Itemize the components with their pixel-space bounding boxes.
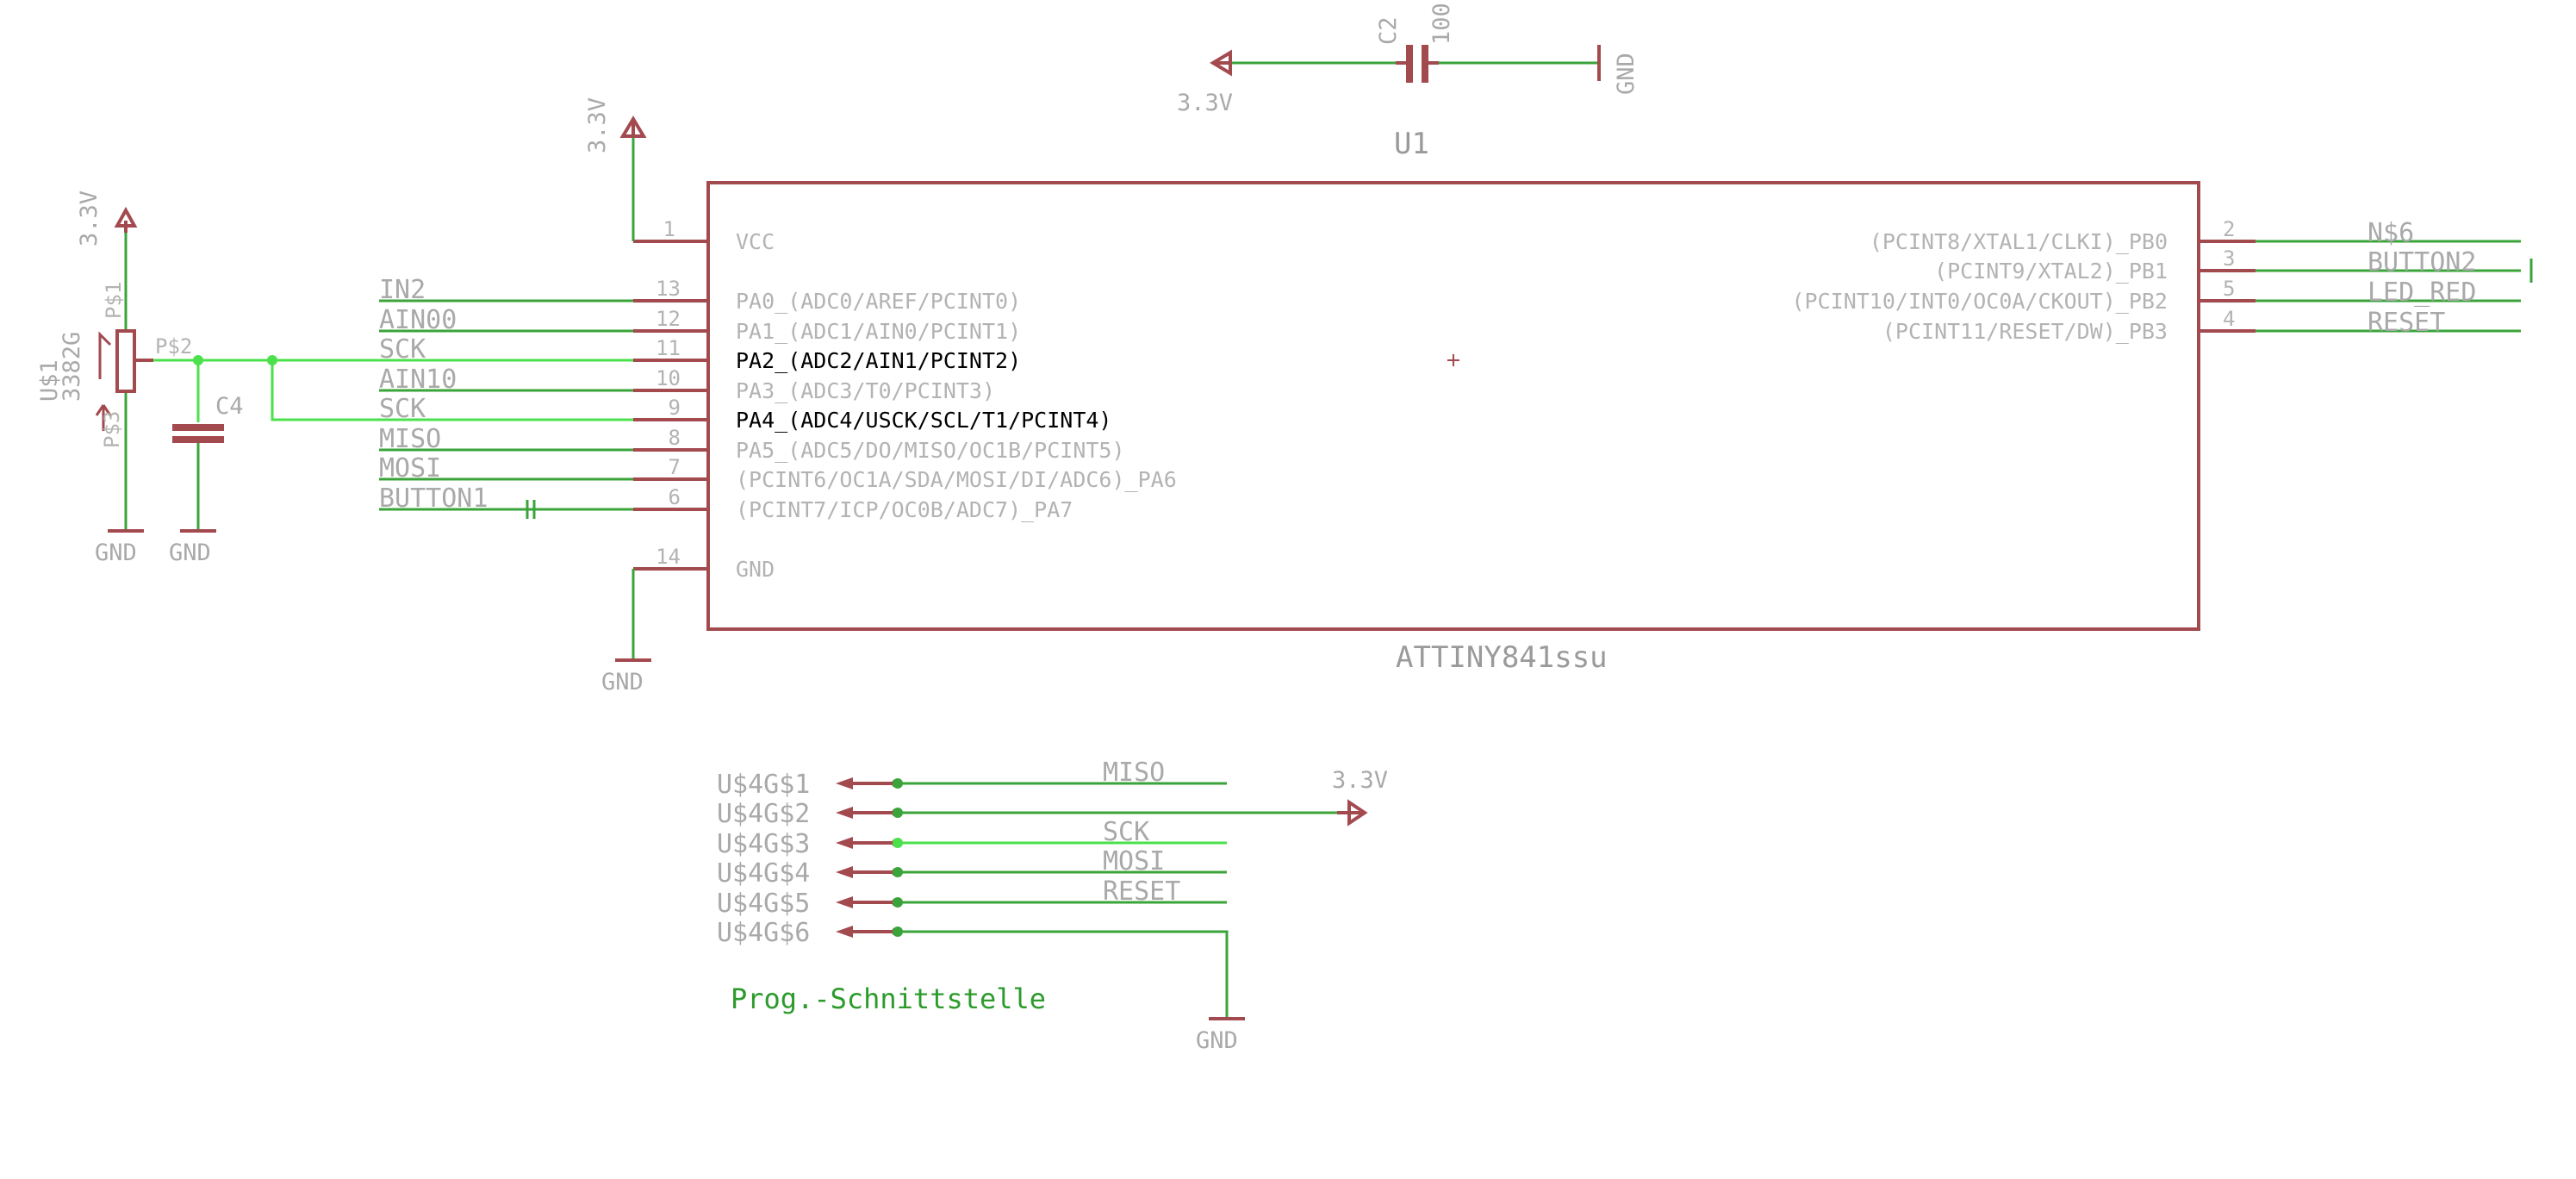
- net-label: LED_RED: [2368, 278, 2476, 308]
- net-label: BUTTON2: [2368, 247, 2476, 278]
- wiper-net: [153, 355, 379, 421]
- chip-u1[interactable]: U1 ATTINY841ssu 1 13 12 11 10 9 8 7 6 14…: [633, 127, 2256, 675]
- net-label: IN2: [379, 275, 426, 305]
- chip-ground-label: GND: [601, 669, 644, 696]
- net-label: MOSI: [379, 453, 441, 483]
- pot-pin3: P$3: [100, 411, 124, 448]
- net-label: N$6: [2368, 218, 2414, 248]
- pot-pin2: P$2: [155, 334, 192, 359]
- pin-number: 6: [669, 485, 681, 509]
- prog-supply-label: 3.3V: [1332, 767, 1388, 794]
- c2-ground-label: GND: [1613, 53, 1640, 95]
- net-label: RESET: [2368, 308, 2445, 338]
- pin-label: (PCINT9/XTAL2)_PB1: [1934, 259, 2168, 284]
- chip-ground[interactable]: GND: [601, 569, 651, 696]
- chip-part: ATTINY841ssu: [1396, 640, 1608, 675]
- pin-label: (PCINT10/INT0/OC0A/CKOUT)_PB2: [1792, 289, 2168, 314]
- pin-number: 14: [656, 545, 681, 569]
- pin-number: 5: [2223, 277, 2235, 301]
- prog-pin-label: U$4G$1: [717, 770, 810, 800]
- pin-number: 3: [2223, 246, 2235, 271]
- pin-label: PA1_(ADC1/AIN0/PCINT1): [736, 319, 1021, 344]
- vcc-supply-label: 3.3V: [584, 97, 611, 153]
- right-nets: N$6 BUTTON2 LED_RED RESET: [2256, 218, 2533, 338]
- prog-pin-label: U$4G$3: [717, 829, 810, 859]
- pin-label: PA4_(ADC4/USCK/SCL/T1/PCINT4): [736, 408, 1112, 433]
- pin-number: 12: [656, 307, 681, 331]
- net-label: SCK: [379, 394, 426, 424]
- capacitor-c2[interactable]: C2 100 3.3V GND: [1177, 3, 1640, 116]
- net-label: BUTTON1: [379, 483, 488, 514]
- pin-label: (PCINT11/RESET/DW)_PB3: [1882, 319, 2168, 344]
- pin-number: 11: [656, 336, 681, 360]
- prog-pin-label: U$4G$6: [717, 918, 810, 948]
- chip-name: U1: [1394, 127, 1429, 161]
- pin-label: VCC: [736, 229, 775, 254]
- pot-supply-label: 3.3V: [76, 190, 103, 246]
- pin-number: 9: [669, 396, 681, 420]
- prog-net-label: RESET: [1103, 876, 1180, 907]
- c2-supply-label: 3.3V: [1177, 90, 1233, 116]
- prog-header[interactable]: 3.3V GND U$4G$1 U$4G$2 U$4G$3 U$4G$4 U$4…: [717, 758, 1388, 1054]
- prog-net-label: MISO: [1103, 758, 1165, 788]
- pot-value: 3382G: [59, 332, 85, 402]
- pin-label: (PCINT6/OC1A/SDA/MOSI/DI/ADC6)_PA6: [736, 467, 1177, 492]
- c2-name: C2: [1375, 16, 1402, 45]
- pin-number: 13: [656, 277, 681, 301]
- pot-ground-label: GND: [95, 540, 137, 566]
- pin-label: PA5_(ADC5/DO/MISO/OC1B/PCINT5): [736, 438, 1125, 463]
- pin-label: GND: [736, 557, 775, 582]
- left-nets: IN2 AIN00 SCK AIN10 SCK MISO MOSI BUTTON…: [272, 275, 633, 519]
- pin-number: 1: [663, 217, 675, 241]
- c4-ground-label: GND: [169, 540, 211, 566]
- pin-number: 8: [669, 426, 681, 450]
- prog-pin-label: U$4G$2: [717, 799, 810, 829]
- prog-net-label: MOSI: [1103, 846, 1165, 876]
- pin-number: 4: [2223, 307, 2235, 331]
- pin-number: 10: [656, 366, 681, 390]
- net-label: AIN00: [379, 305, 457, 335]
- pot-pin1: P$1: [102, 282, 126, 319]
- prog-pin-label: U$4G$4: [717, 858, 810, 889]
- prog-net-label: SCK: [1103, 817, 1149, 847]
- pin-label: (PCINT7/ICP/OC0B/ADC7)_PA7: [736, 497, 1073, 522]
- c2-value: 100: [1428, 3, 1455, 45]
- capacitor-c4[interactable]: C4 GND: [169, 360, 244, 566]
- prog-title: Prog.-Schnittstelle: [731, 982, 1046, 1015]
- vcc-supply[interactable]: 3.3V: [584, 97, 647, 241]
- net-label: MISO: [379, 424, 441, 454]
- pin-number: 7: [669, 455, 681, 479]
- pin-label: PA3_(ADC3/T0/PCINT3): [736, 378, 995, 403]
- c4-name: C4: [215, 393, 244, 420]
- pin-label: PA2_(ADC2/AIN1/PCINT2): [736, 348, 1021, 373]
- potentiometer-u1[interactable]: U$1 3382G P$1 P$2 P$3 3.3V GND: [36, 190, 192, 566]
- pin-label: (PCINT8/XTAL1/CLKI)_PB0: [1870, 229, 2168, 254]
- pin-label: PA0_(ADC0/AREF/PCINT0): [736, 289, 1021, 314]
- prog-pin-label: U$4G$5: [717, 889, 810, 919]
- prog-ground-label: GND: [1196, 1027, 1238, 1054]
- net-label: SCK: [379, 334, 426, 365]
- pot-name: U$1: [36, 359, 63, 402]
- net-label: AIN10: [379, 365, 457, 395]
- pin-number: 2: [2223, 217, 2235, 241]
